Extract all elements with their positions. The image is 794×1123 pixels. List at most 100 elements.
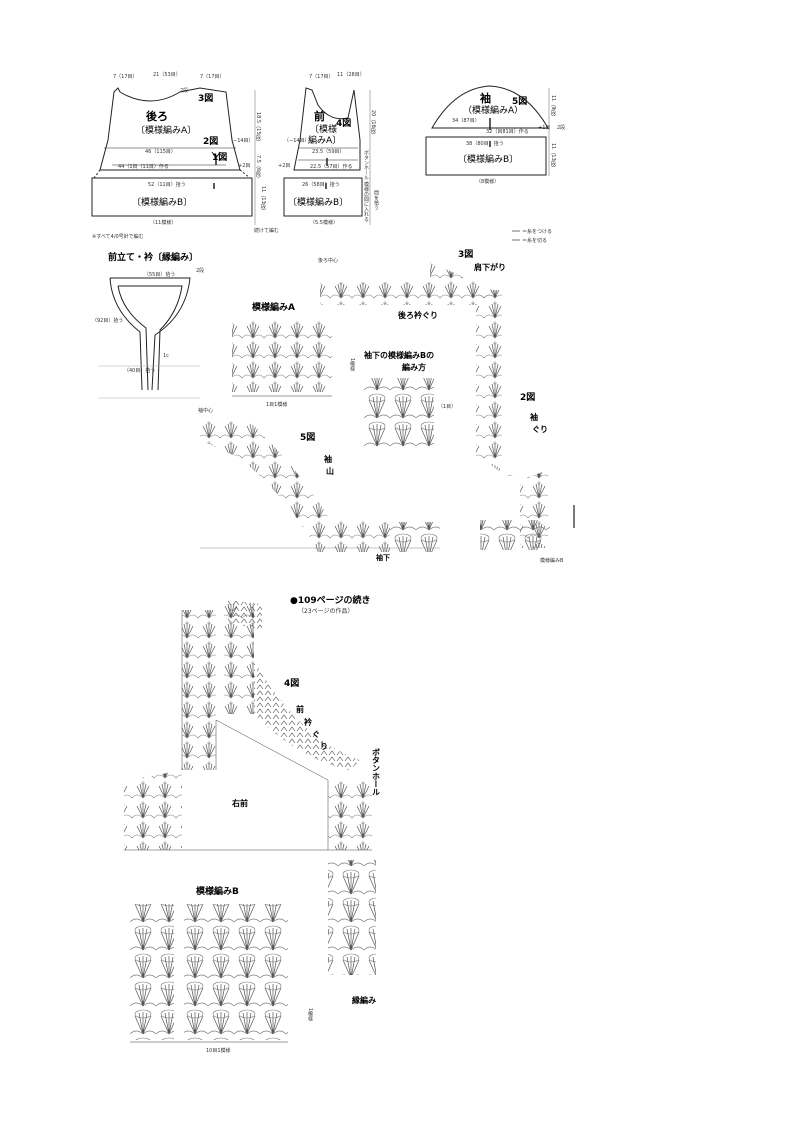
back-fig1: 1図: [212, 152, 227, 163]
front-plus2: +2目: [278, 163, 290, 169]
front-pattern-b: 〔模様編みB〕: [288, 196, 348, 208]
back-height-hem: 11（13段）: [260, 186, 266, 214]
underarm-note: （1目）: [438, 404, 456, 410]
collar-shape: [109, 277, 191, 391]
back-width-main: 46（115目）: [145, 149, 176, 155]
back-height-side: 7.5（6段）: [255, 155, 261, 181]
fig5-cuff: [390, 522, 440, 552]
fig4-neck-slope: [254, 660, 360, 770]
sleeve-fig5: 5図: [512, 96, 527, 107]
fig4-left-column: [182, 610, 216, 770]
collar-rows: 2段: [196, 267, 204, 274]
fig4-outline: [124, 610, 372, 851]
front-top-right: 11（28目）: [337, 72, 365, 78]
fig5-cap: [200, 420, 390, 552]
fig4-neck-4: り: [320, 742, 328, 751]
fig4-border-label: 縁編み: [352, 995, 376, 1005]
chart-b-grid-left: [130, 904, 174, 1040]
sleeve-hem-pattern: （8模様）: [476, 178, 499, 185]
fig4-border: [328, 860, 376, 975]
collar-pick-1: （55目）拾う: [144, 271, 175, 278]
back-continue: 続けて編む: [254, 227, 279, 234]
front-pattern-a2: 編みA〕: [308, 134, 341, 146]
continuation-subtitle: （23ページの作品）: [298, 607, 354, 615]
back-fig2: 2図: [203, 136, 218, 147]
fig4-lower-left: [124, 770, 182, 850]
sleeve-title: 袖: [480, 91, 491, 105]
fig3-shoulder: 肩下がり: [474, 262, 506, 272]
back-schematic: [91, 87, 253, 217]
chart-b-repeat: 10目1模様: [206, 1047, 231, 1054]
fig5-title: 5図: [300, 432, 315, 443]
back-top-side-r: 7（17目）: [200, 74, 225, 80]
back-top-width: 21（53目）: [153, 72, 181, 78]
underarm-title-1: 袖下の模様編みBの: [363, 350, 434, 360]
front-top-left: 7（17目）: [309, 74, 334, 80]
back-pattern-b: 〔模様編みB〕: [132, 196, 192, 208]
front-hem-pattern: （5.5模様）: [310, 219, 338, 226]
front-vertical-note: ボタンホール 模様の間に入れる: [363, 149, 369, 222]
underarm-title-2: 編み方: [402, 362, 426, 372]
fig4-neck-3: ぐ: [312, 730, 320, 739]
collar-title: 前立て・衿〔縁編み〕: [108, 251, 198, 263]
front-width-2: 22.5（57目）作る: [310, 163, 353, 170]
chart-b-side: 1模様: [307, 1008, 313, 1022]
chart-a-repeat: 1目1模様: [266, 401, 287, 408]
back-hem: 52（11目）拾う: [148, 181, 186, 188]
fig4-neck-2: 衿: [304, 717, 312, 727]
fig3-armhole-1: 袖: [529, 412, 538, 422]
fig3-pattern-b: 模様編みB: [540, 557, 564, 564]
sleeve-width-1: 34（87目）: [452, 118, 480, 124]
fig4-buttonhole: ボタンホール: [372, 747, 381, 796]
front-pattern-a1: 〔模様: [310, 123, 337, 135]
fig4-lower-right: [328, 780, 372, 850]
sleeve-plus: +1目: [538, 125, 550, 131]
back-neck-rows: 2段: [180, 87, 188, 94]
chart-a-grid: [232, 320, 332, 392]
chart-a-side: 1模様: [349, 358, 355, 372]
chart-a-title: 模様編みA: [252, 301, 295, 313]
fig3-top-band: [320, 262, 492, 305]
fig3-armhole-2: ぐり: [532, 425, 548, 434]
front-vertical-note-2: 間を拾う: [373, 190, 379, 211]
front-height: 20（16段）: [370, 110, 376, 138]
chart-b-title: 模様編みB: [196, 885, 239, 897]
fig5-center: 袖中心: [198, 407, 213, 414]
fig4-neck-1: 前: [296, 704, 304, 714]
fig4-right-front: 右前: [231, 798, 248, 808]
front-schematic: [283, 87, 363, 217]
sleeve-pattern-b: 〔模様編みB〕: [458, 153, 518, 165]
back-title: 後ろ: [146, 109, 168, 123]
back-note: ※すべて4/0号針で編む: [92, 233, 144, 240]
fig4-title: 4図: [284, 678, 299, 689]
chart-b-grid-right: [184, 904, 288, 1040]
front-width-1: 23.5（59目）: [312, 149, 345, 155]
back-pattern-a: 〔模様編みA〕: [136, 124, 196, 136]
underarm-chart: [364, 378, 434, 448]
sleeve-width-3: 38（80目）拾う: [466, 140, 504, 147]
back-hem-pattern: （11模様）: [150, 219, 176, 226]
sleeve-height-2: 11（13段）: [550, 143, 556, 171]
sleeve-rows: 2段: [557, 124, 565, 131]
fig3-armhole-column: [476, 290, 502, 460]
sleeve-width-2: 32（目81目）作る: [486, 128, 529, 135]
back-minus14: （−14目）: [228, 138, 254, 144]
back-height-armhole: 18.5（15段）: [255, 112, 261, 145]
front-fig4: 4図: [336, 118, 351, 129]
collar-one: 1c: [163, 353, 169, 359]
fig5-under: 袖下: [375, 553, 390, 562]
collar-pick-3: （40目）拾う: [124, 367, 155, 374]
fig3-back-center: 後ろ中心: [318, 257, 338, 264]
sleeve-schematic: [425, 85, 549, 176]
fig5-cap-2: 山: [326, 466, 334, 476]
front-title: 前: [314, 109, 325, 123]
continuation-title: ●109ページの続き: [290, 594, 370, 606]
back-width-start: 44（1目（11目）作る: [118, 163, 169, 170]
fig5-cap-1: 袖: [323, 454, 332, 464]
front-minus14: （−14目）: [284, 138, 310, 144]
back-plus2: +2目: [238, 163, 250, 169]
fig3-title: 3図: [458, 249, 473, 260]
back-top-side-l: 7（17目）: [113, 74, 138, 80]
sleeve-height-1: 11（9段）: [550, 95, 556, 120]
